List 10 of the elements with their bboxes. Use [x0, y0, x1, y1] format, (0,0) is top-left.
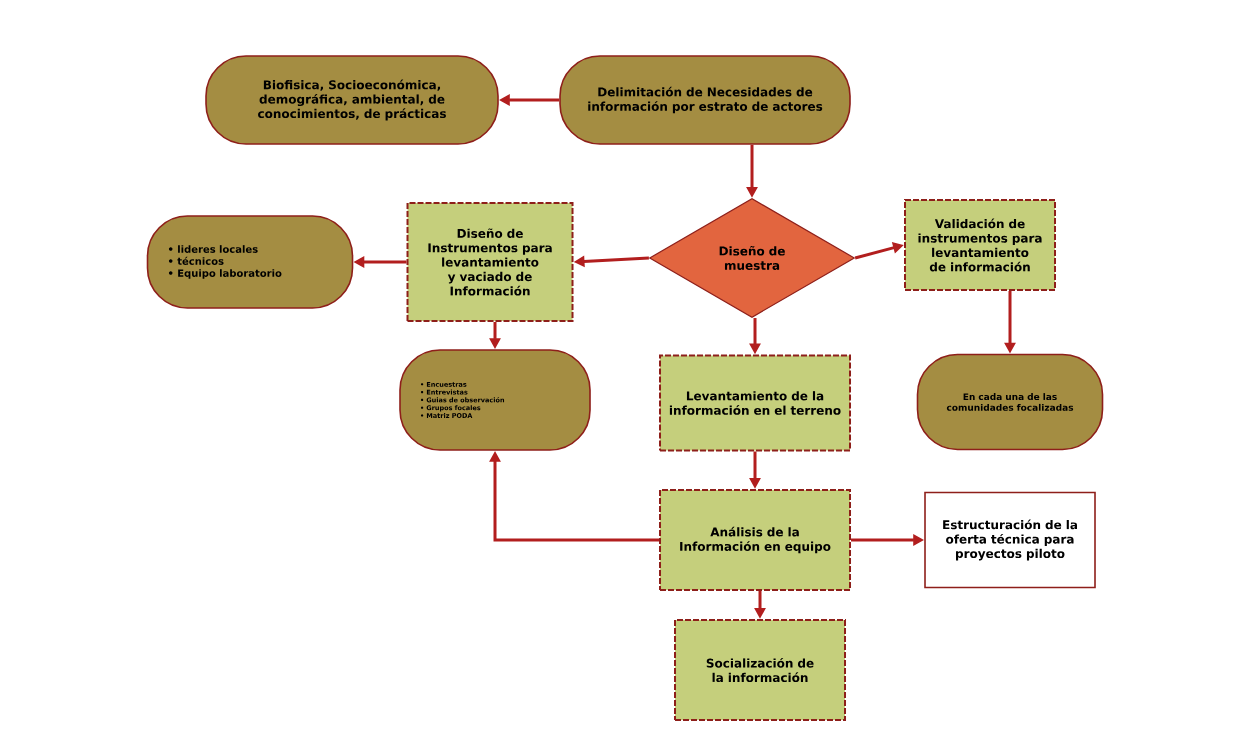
rounded-box: • lideres locales • técnicos • Equipo laboratorio — [146, 215, 354, 309]
rounded-box: En cada una de las comunidades focalizadas — [916, 353, 1104, 451]
process-box: Análisis de la Información en equipo — [659, 489, 851, 591]
process-box: Estructuración de la oferta técnica para proyectos piloto — [924, 491, 1096, 589]
process-box: Validación de instrumentos para levantamiento de información — [904, 199, 1056, 291]
rounded-box: Delimitación de Necesidades de información por estrato de actores — [559, 55, 851, 145]
process-box: Diseño de Instrumentos para levantamiento y vaciado de Información — [406, 202, 574, 322]
rounded-box: Biofisica, Socioeconómica, demográfica, ambiental, de conocimientos, de prácticas — [205, 55, 499, 145]
process-box: Levantamiento de la información en el terreno — [659, 354, 851, 452]
process-box: Socialización de la información — [674, 619, 846, 721]
